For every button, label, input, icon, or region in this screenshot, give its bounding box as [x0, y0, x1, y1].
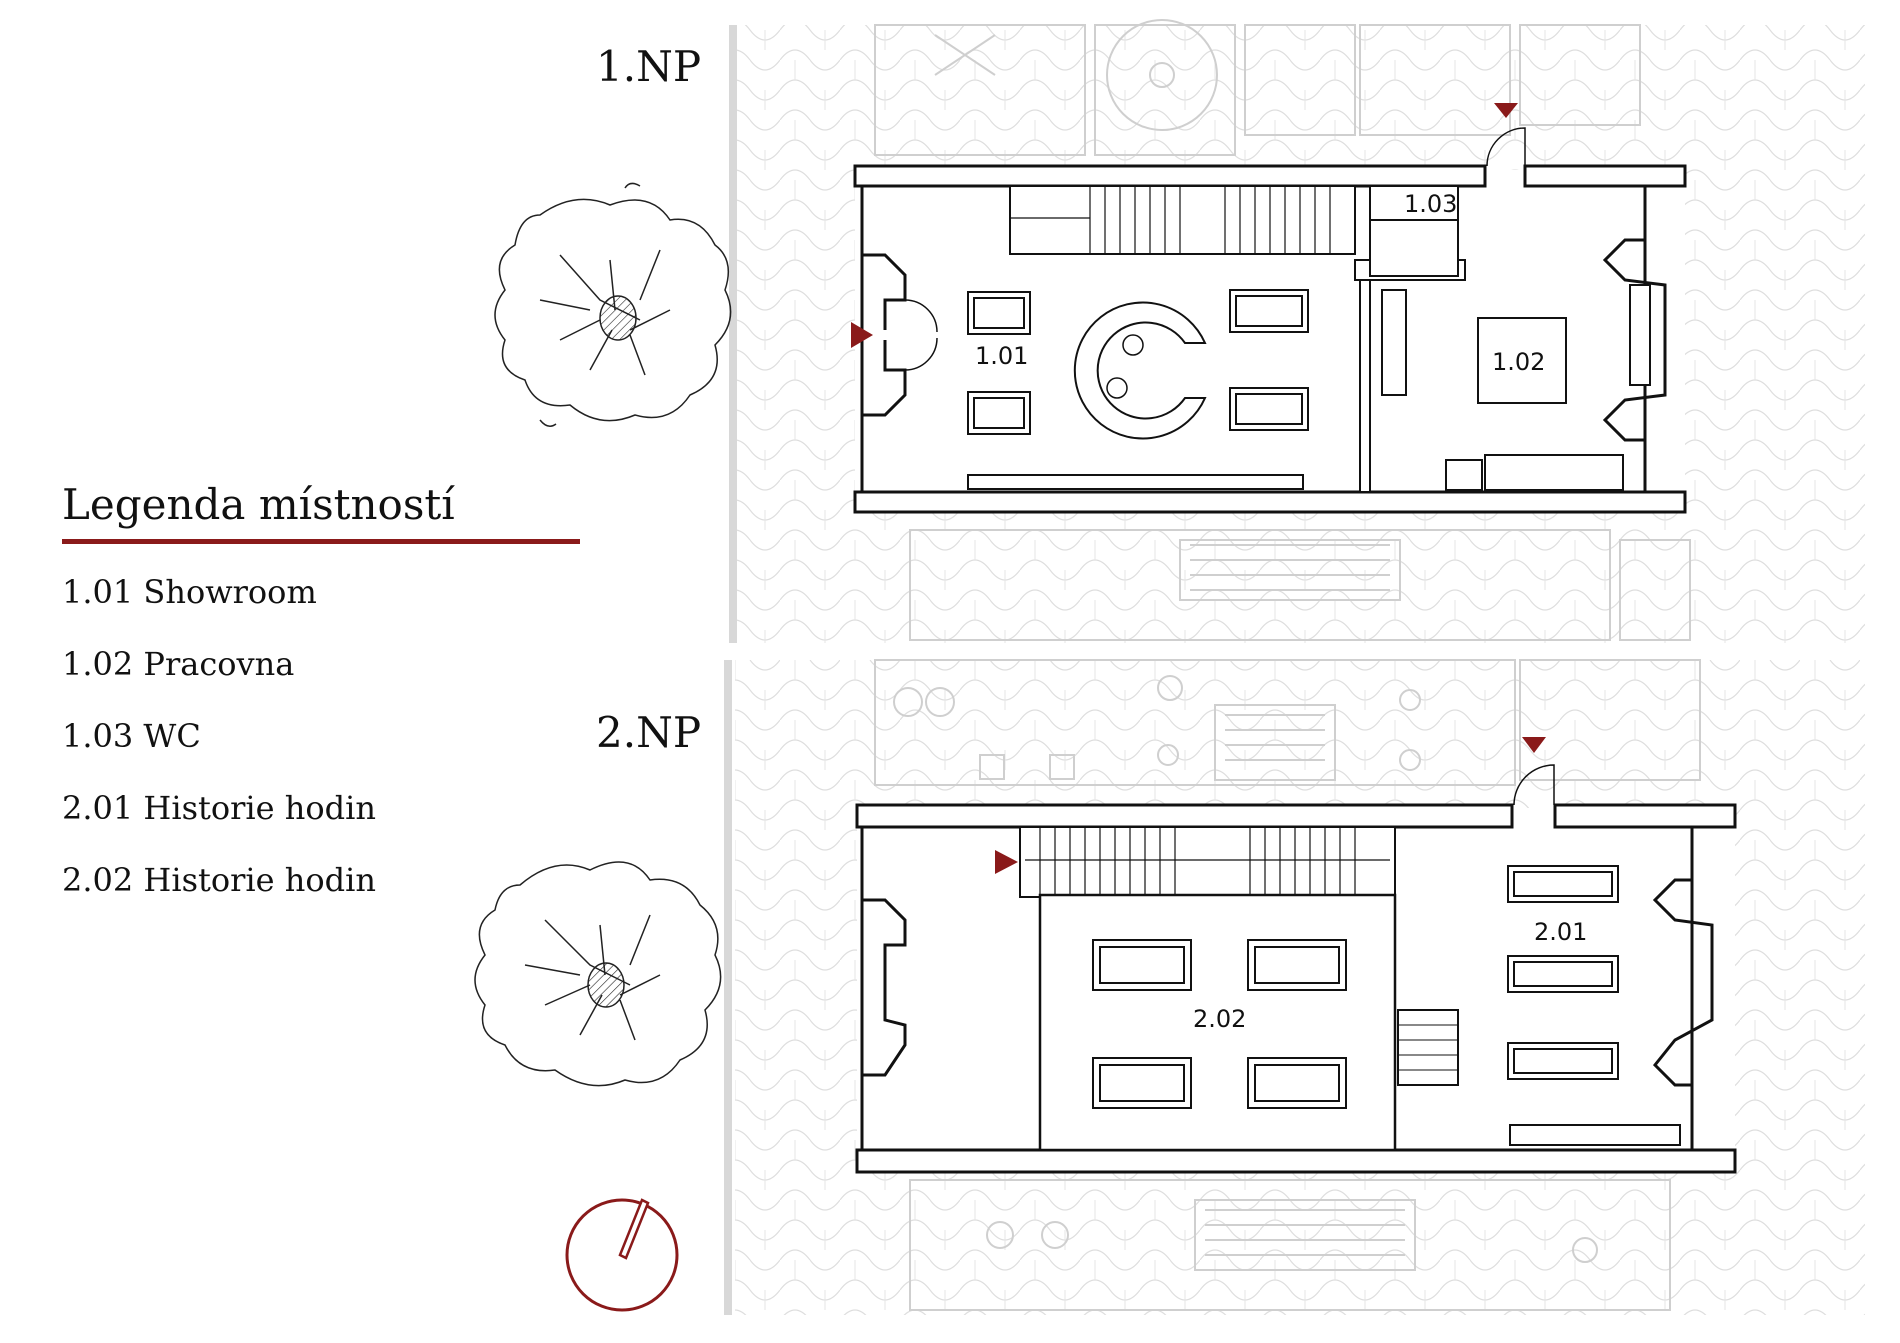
legend-title: Legenda místností [62, 480, 455, 529]
floor-plan-2np: 2.01 2.02 [855, 737, 1737, 1174]
room-number-201: 2.01 [1534, 918, 1587, 946]
room-number-102: 1.02 [1492, 348, 1545, 376]
legend-item-102: 1.02 Pracovna [62, 645, 295, 683]
legend-item-103: 1.03 WC [62, 717, 201, 755]
tree-symbol-lower [474, 861, 722, 1087]
room-legend: Legenda místností 1.01 Showroom 1.02 Pra… [62, 480, 582, 924]
floor-label-1np: 1.NP [596, 42, 702, 91]
entrance-marker-left-2np [995, 850, 1018, 874]
legend-divider [62, 539, 580, 544]
entrance-marker-top-2np [1522, 737, 1546, 753]
entrance-marker-top-1np [1494, 103, 1518, 118]
floor-label-2np: 2.NP [596, 708, 702, 757]
room-number-101: 1.01 [975, 342, 1028, 370]
legend-item-202: 2.02 Historie hodin [62, 861, 376, 899]
floor-plan-1np: 1.01 1.02 1.03 [851, 103, 1687, 514]
legend-item-101: 1.01 Showroom [62, 573, 317, 611]
room-number-202: 2.02 [1193, 1005, 1246, 1033]
entrance-marker-left-1np [851, 322, 873, 348]
legend-item-201: 2.01 Historie hodin [62, 789, 376, 827]
north-arrow-icon [565, 1198, 679, 1312]
room-number-103: 1.03 [1404, 190, 1457, 218]
tree-symbol-upper [494, 182, 732, 427]
